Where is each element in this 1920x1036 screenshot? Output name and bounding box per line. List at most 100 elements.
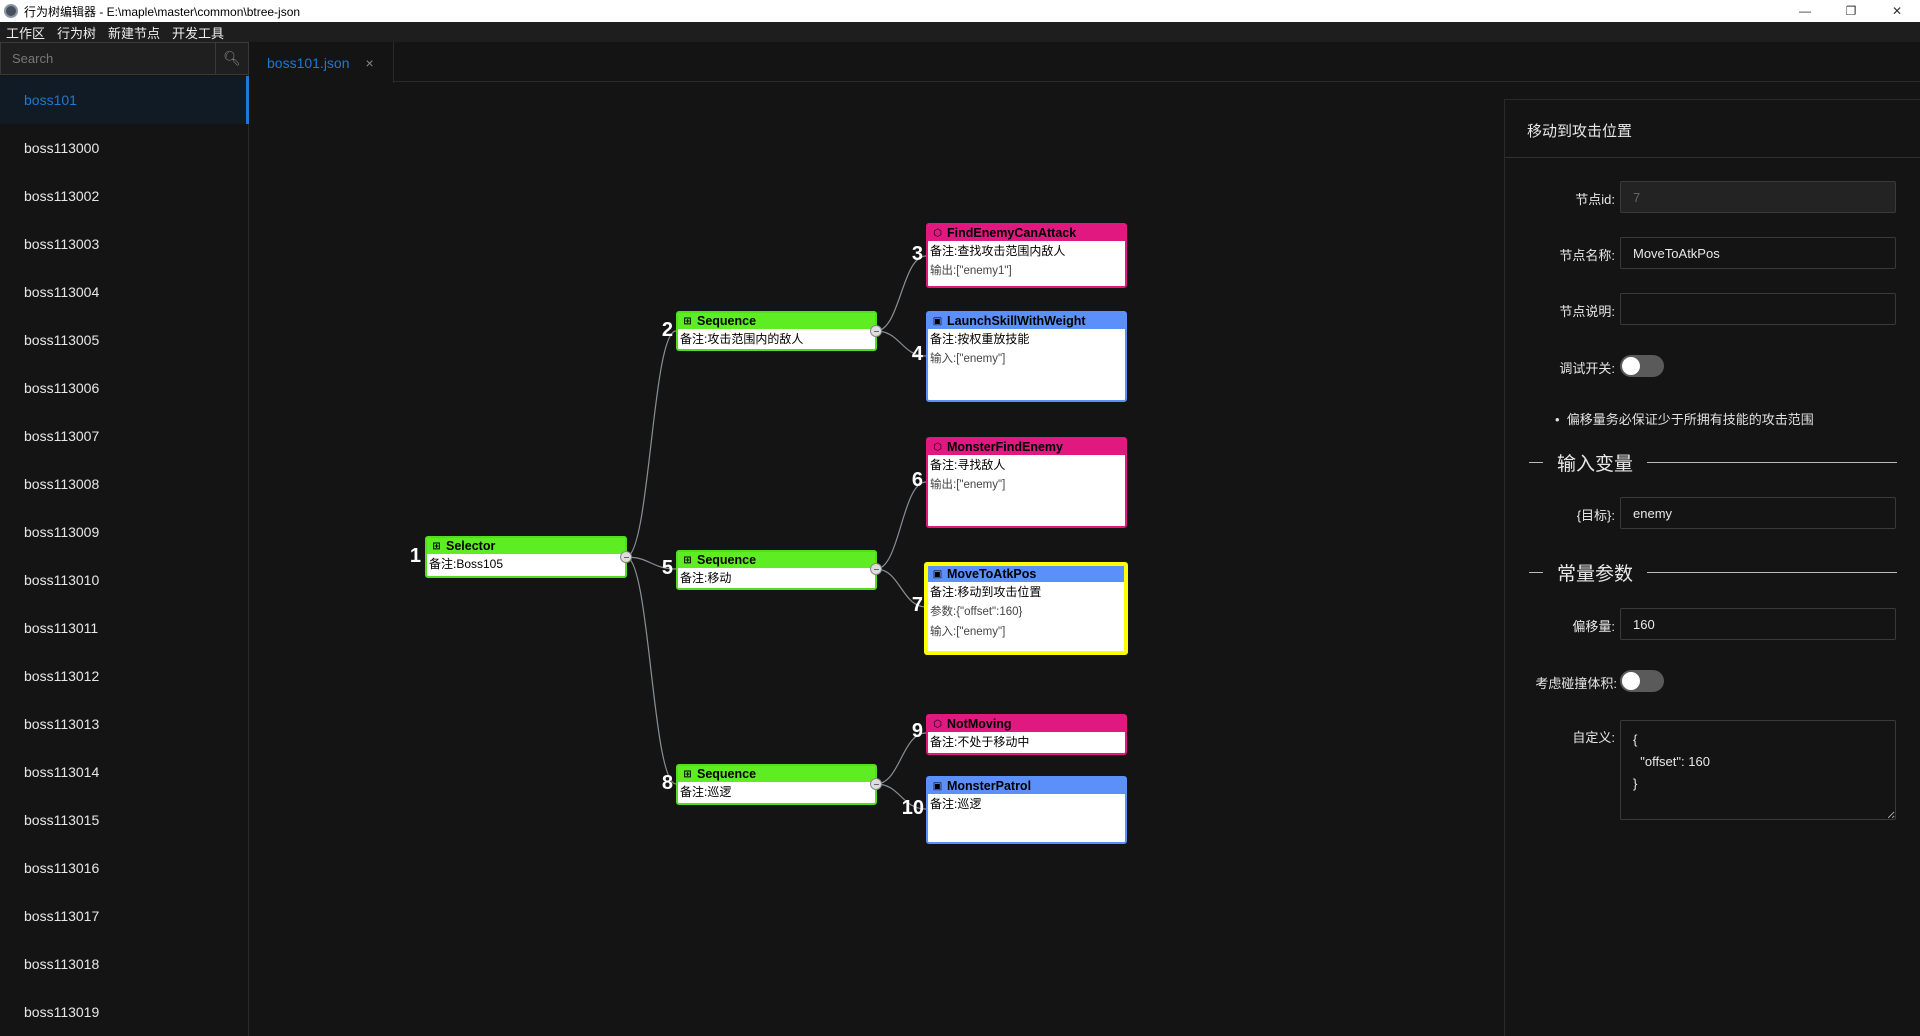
node-number: 7 xyxy=(911,594,923,616)
node-desc-label: 节点说明: xyxy=(1559,304,1615,319)
sidebar-item-boss113010[interactable]: boss113010 xyxy=(24,572,100,588)
composite-icon: ⊞ xyxy=(683,554,692,566)
node-desc-field[interactable] xyxy=(1620,293,1896,325)
collision-toggle[interactable] xyxy=(1620,670,1664,692)
const-section-header: 常量参数 xyxy=(1529,560,1897,585)
terminal-icon: ▣ xyxy=(932,568,943,580)
node-output: 输出:["enemy1"] xyxy=(930,265,1012,277)
terminal-icon: ▣ xyxy=(932,315,943,327)
node-number: 8 xyxy=(661,772,673,794)
collision-label: 考虑碰撞体积: xyxy=(1535,676,1617,691)
offset-label: 偏移量: xyxy=(1572,619,1615,634)
custom-field[interactable]: { "offset": 160 } xyxy=(1620,720,1896,820)
node-name: MonsterPatrol xyxy=(947,779,1032,793)
node-note: 备注:巡逻 xyxy=(680,785,732,799)
sidebar-item-boss113014[interactable]: boss113014 xyxy=(24,764,100,780)
sidebar-item-boss113006[interactable]: boss113006 xyxy=(24,380,100,396)
node-note: 备注:移动 xyxy=(680,571,732,585)
sidebar-item-boss113004[interactable]: boss113004 xyxy=(24,284,100,300)
debug-label: 调试开关: xyxy=(1559,361,1615,376)
sidebar-item-boss113000[interactable]: boss113000 xyxy=(24,140,100,156)
tab-label: boss101.json xyxy=(267,54,350,71)
app-icon xyxy=(4,4,18,18)
restore-button[interactable]: ❐ xyxy=(1845,4,1857,18)
offset-field[interactable] xyxy=(1620,608,1896,640)
composite-icon: ⊞ xyxy=(683,315,692,327)
node-name: Sequence xyxy=(697,314,757,328)
sidebar-item-boss101[interactable]: boss101 xyxy=(0,76,249,124)
node-note: 备注:巡逻 xyxy=(930,797,982,811)
collapse-toggle[interactable] xyxy=(620,551,632,563)
close-button[interactable]: ✕ xyxy=(1891,4,1903,18)
node-name: NotMoving xyxy=(947,717,1012,731)
collapse-toggle[interactable] xyxy=(870,563,882,575)
hint: 偏移量务必保证少于所拥有技能的攻击范围 xyxy=(1566,412,1814,427)
menu-new-node[interactable]: 新建节点 xyxy=(108,25,161,41)
close-tab-icon[interactable]: × xyxy=(365,54,374,71)
node-name-field[interactable] xyxy=(1620,237,1896,269)
node-note: 备注:查找攻击范围内敌人 xyxy=(930,244,1066,258)
collapse-toggle[interactable] xyxy=(870,778,882,790)
node-number: 6 xyxy=(911,469,923,491)
sidebar-item-boss113007[interactable]: boss113007 xyxy=(24,428,100,444)
sidebar-item-boss113015[interactable]: boss113015 xyxy=(24,812,100,828)
tree-node-launch-skill-with-weight[interactable]: ▣ LaunchSkillWithWeight 备注:按权重放技能 输入:["en… xyxy=(926,311,1127,402)
node-params: 参数:{"offset":160} xyxy=(930,606,1023,618)
target-field[interactable] xyxy=(1620,497,1896,529)
menu-dev-tools[interactable]: 开发工具 xyxy=(172,25,225,41)
menu-workspace[interactable]: 工作区 xyxy=(6,25,46,41)
menu-bar: 工作区 行为树 新建节点 开发工具 xyxy=(0,22,1920,42)
node-note: 备注:移动到攻击位置 xyxy=(930,585,1042,599)
collapse-toggle[interactable] xyxy=(870,325,882,337)
menu-behavior-tree[interactable]: 行为树 xyxy=(57,25,97,41)
search-box: 🔍︎ xyxy=(0,42,249,75)
sidebar-item-boss113003[interactable]: boss113003 xyxy=(24,236,100,252)
sidebar-item-boss113018[interactable]: boss113018 xyxy=(24,956,100,972)
node-number: 4 xyxy=(911,343,923,365)
tree-node-not-moving[interactable]: ⬡NotMoving 备注:不处于移动中 xyxy=(926,714,1127,755)
file-list: boss101 boss113000 boss113002 boss113003 bos… xyxy=(0,76,249,1036)
tab-boss101[interactable]: boss101.json × xyxy=(250,42,394,83)
hint-text: • 偏移量务必保证少于所拥有技能的攻击范围 xyxy=(1555,412,1814,427)
search-icon[interactable]: 🔍︎ xyxy=(215,43,248,74)
minimize-button[interactable]: — xyxy=(1799,4,1811,18)
node-name: Selector xyxy=(446,539,496,553)
sidebar-item-boss113016[interactable]: boss113016 xyxy=(24,860,100,876)
sidebar-item-boss113013[interactable]: boss113013 xyxy=(24,716,100,732)
search-input[interactable] xyxy=(1,43,215,74)
input-section-header: 输入变量 xyxy=(1529,450,1897,475)
tree-node-monster-find-enemy[interactable]: ⬡ MonsterFindEnemy 备注:寻找敌人 输出:["enemy"] xyxy=(926,437,1127,528)
sidebar-item-boss113008[interactable]: boss113008 xyxy=(24,476,100,492)
sidebar-item-boss113019[interactable]: boss113019 xyxy=(24,1004,100,1020)
node-output: 输出:["enemy"] xyxy=(930,479,1006,491)
node-name: MonsterFindEnemy xyxy=(947,440,1063,454)
tree-node-sequence[interactable]: ⊞Sequence 备注:移动 xyxy=(676,550,877,590)
node-input: 输入:["enemy"] xyxy=(930,353,1006,365)
composite-icon: ⊞ xyxy=(683,768,692,780)
inspector-panel: 移动到攻击位置 节点id: 节点名称: 节点说明: 调试开关: • 偏移量务必保… xyxy=(1504,99,1920,1036)
sidebar-item-boss113012[interactable]: boss113012 xyxy=(24,668,100,684)
sidebar-item-boss113011[interactable]: boss113011 xyxy=(24,620,99,636)
tree-node-move-to-atk-pos[interactable]: ▣MoveToAtkPos 备注:移动到攻击位置 参数:{"offset":16… xyxy=(924,562,1128,655)
sidebar-item-boss113002[interactable]: boss113002 xyxy=(24,188,100,204)
node-id-label: 节点id: xyxy=(1575,192,1615,207)
tree-node-sequence[interactable]: ⊞Sequence 备注:巡逻 xyxy=(676,764,877,805)
node-name-label: 节点名称: xyxy=(1559,248,1615,263)
tree-node-find-enemy-can-attack[interactable]: ⬡FindEnemyCanAttack 备注:查找攻击范围内敌人 输出:["en… xyxy=(926,223,1127,288)
node-note: 备注:寻找敌人 xyxy=(930,458,1006,472)
node-number: 1 xyxy=(409,545,421,567)
title-bar: 行为树编辑器 - E:\maple\master\common\btree-js… xyxy=(0,0,1920,22)
node-note: 备注:按权重放技能 xyxy=(930,332,1030,346)
sidebar-item-boss113017[interactable]: boss113017 xyxy=(24,908,100,924)
debug-toggle[interactable] xyxy=(1620,355,1664,377)
tree-node-sequence[interactable]: ⊞Sequence 备注:攻击范围内的敌人 xyxy=(676,311,877,351)
sidebar-item-boss113009[interactable]: boss113009 xyxy=(24,524,100,540)
window-title: 行为树编辑器 - E:\maple\master\common\btree-js… xyxy=(24,4,301,19)
tree-node-selector[interactable]: ⊞Selector 备注:Boss105 xyxy=(425,536,627,578)
sidebar-item-boss113005[interactable]: boss113005 xyxy=(24,332,100,348)
node-name: LaunchSkillWithWeight xyxy=(947,314,1086,328)
tab-bar: boss101.json × xyxy=(250,42,1920,83)
tree-node-monster-patrol[interactable]: ▣MonsterPatrol 备注:巡逻 xyxy=(926,776,1127,844)
cube-icon: ⬡ xyxy=(933,441,942,453)
section-title: 常量参数 xyxy=(1557,563,1634,585)
